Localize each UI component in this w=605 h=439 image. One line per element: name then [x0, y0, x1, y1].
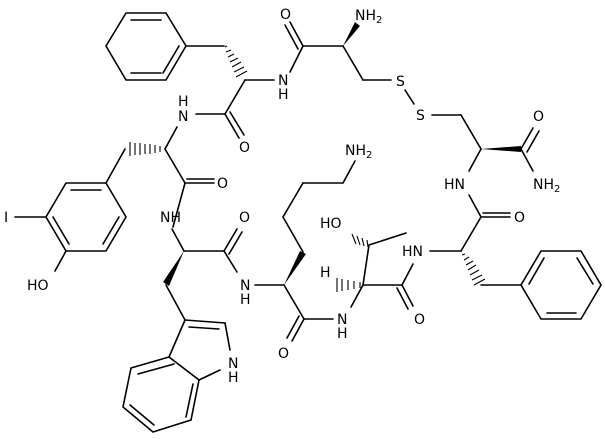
sulfur-2: S: [416, 108, 425, 124]
thr-hydroxyl-label: HO: [320, 216, 342, 232]
tyr-phenol-ring: [45, 182, 127, 252]
amide-h-phe1-cys1: H: [278, 87, 289, 103]
thr-alpha-h-label: H: [320, 265, 331, 281]
cys2-amide-nh2: NH2: [533, 177, 560, 195]
indole-ring: [122, 319, 231, 433]
phe1-phenyl-ring: [105, 12, 187, 81]
amide-n-phe1-cys1: N: [278, 73, 288, 89]
thr-ho-hash-bond: [351, 233, 369, 248]
lys-amine-label: NH2: [345, 143, 372, 161]
tyr-carbonyl-oxygen: O: [217, 176, 228, 192]
cys1-amine-label: NH2: [355, 8, 382, 26]
phe2-carbonyl-oxygen: O: [514, 210, 525, 226]
phe2-hn-label: HN: [402, 244, 423, 260]
thr-h-hash-bond: [336, 278, 361, 292]
iodine-label: I: [4, 210, 8, 226]
lys-carbonyl-oxygen: O: [278, 346, 289, 362]
cys2-hn-label: HN: [444, 177, 465, 193]
cys2-carbonyl-oxygen: O: [533, 109, 544, 125]
trp-wedge-bond: [163, 251, 184, 286]
amide-h-tyr-phe1: H: [178, 94, 189, 110]
sulfur-1: S: [396, 74, 405, 90]
tyr-hash-bond: [129, 142, 161, 156]
indole-n-label: N: [228, 356, 238, 372]
amide-h-thr-lys: H: [337, 326, 348, 342]
cys1-carbonyl-oxygen: O: [280, 7, 291, 23]
amide-n-thr-lys: N: [337, 312, 347, 328]
hydroxyl-label: HO: [27, 278, 49, 294]
phe2-hash-bond: [461, 253, 486, 286]
lys-wedge-bond: [284, 251, 306, 285]
amide-n-lys-trp: N: [240, 278, 250, 294]
phe1-hash-bond: [224, 45, 248, 78]
thr-carbonyl-oxygen: O: [414, 312, 425, 328]
amide-n-tyr-phe1: N: [178, 109, 188, 125]
cys2-wedge-bond: [481, 146, 521, 152]
indole-h-label: H: [228, 370, 239, 386]
amide-nh-trp-tyr: NH: [160, 210, 181, 226]
trp-carbonyl-oxygen: O: [239, 210, 250, 226]
phe2-phenyl-ring: [520, 250, 602, 320]
phe1-carbonyl-oxygen: O: [239, 140, 250, 156]
cys1-wedge-bond: [343, 22, 360, 46]
amide-h-lys-trp: H: [240, 292, 251, 308]
